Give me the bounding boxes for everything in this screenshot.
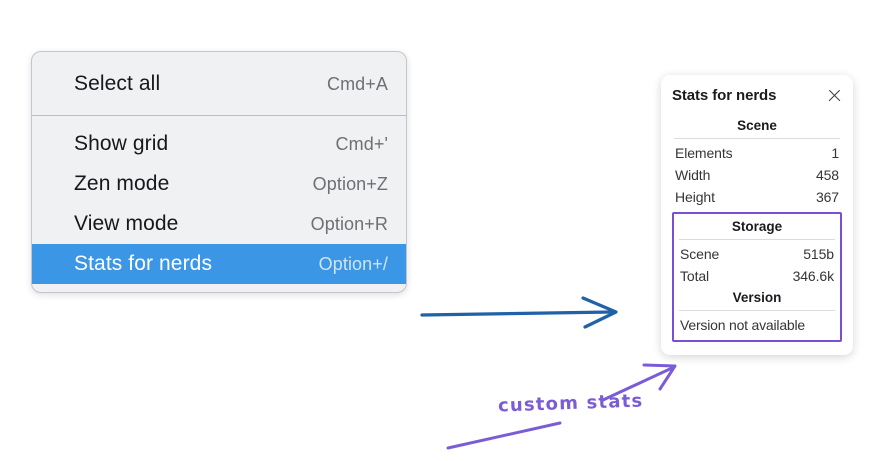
stat-value: 458 xyxy=(815,167,839,183)
stat-row: Height 367 xyxy=(672,186,842,208)
stat-row: Elements 1 xyxy=(672,142,842,164)
close-icon[interactable] xyxy=(827,88,842,103)
stat-value: 515b xyxy=(803,246,834,262)
section-rule xyxy=(674,138,840,139)
storage-section-heading: Storage xyxy=(731,219,783,234)
purple-underline-annotation xyxy=(446,421,562,450)
scene-section: Scene Elements 1 Width 458 Height 367 xyxy=(672,115,842,208)
stat-row: Scene 515b xyxy=(677,243,837,265)
stat-row: Total 346.6k xyxy=(677,265,837,287)
context-menu: Select all Cmd+A Show grid Cmd+' Zen mod… xyxy=(31,51,407,293)
stat-value: 367 xyxy=(815,189,839,205)
menu-divider xyxy=(32,115,406,116)
menu-item-shortcut: Option+R xyxy=(310,213,388,234)
menu-item-stats-for-nerds[interactable]: Stats for nerds Option+/ xyxy=(32,244,406,284)
panel-title: Stats for nerds xyxy=(672,87,777,104)
scene-section-heading: Scene xyxy=(737,118,777,133)
menu-item-label: Select all xyxy=(74,72,161,95)
panel-header: Stats for nerds xyxy=(672,87,842,104)
stat-key: Width xyxy=(675,167,711,183)
version-section-heading: Version xyxy=(732,290,782,305)
menu-item-view-mode[interactable]: View mode Option+R xyxy=(32,204,406,244)
menu-item-zen-mode[interactable]: Zen mode Option+Z xyxy=(32,164,406,204)
menu-item-show-grid[interactable]: Show grid Cmd+' xyxy=(32,124,406,164)
menu-item-select-all[interactable]: Select all Cmd+A xyxy=(32,64,406,104)
custom-stats-annotation-label: custom stats xyxy=(497,390,644,417)
stat-key: Scene xyxy=(680,246,720,262)
blue-arrow-annotation xyxy=(420,296,618,329)
custom-stats-region: Storage Scene 515b Total 346.6k Version … xyxy=(672,212,842,342)
stat-key: Elements xyxy=(675,145,733,161)
section-rule xyxy=(679,310,835,311)
menu-item-label: View mode xyxy=(74,212,179,235)
stat-key: Total xyxy=(680,268,710,284)
menu-group-2: Show grid Cmd+' Zen mode Option+Z View m… xyxy=(32,116,406,292)
stat-value: 1 xyxy=(831,145,839,161)
menu-item-label: Show grid xyxy=(74,132,169,155)
section-rule xyxy=(679,239,835,240)
menu-group-1: Select all Cmd+A xyxy=(32,52,406,115)
stat-key: Height xyxy=(675,189,715,205)
menu-item-label: Stats for nerds xyxy=(74,252,213,275)
menu-item-shortcut: Option+/ xyxy=(318,253,388,274)
stat-row: Width 458 xyxy=(672,164,842,186)
menu-item-label: Zen mode xyxy=(74,172,170,195)
menu-item-shortcut: Option+Z xyxy=(312,173,388,194)
storage-section: Storage Scene 515b Total 346.6k xyxy=(677,216,837,287)
menu-item-shortcut: Cmd+A xyxy=(326,73,388,94)
version-text: Version not available xyxy=(680,317,805,333)
menu-item-shortcut: Cmd+' xyxy=(335,133,388,154)
stats-for-nerds-panel: Stats for nerds Scene Elements 1 Width 4… xyxy=(661,75,853,355)
stat-value: 346.6k xyxy=(792,268,835,284)
version-section: Version Version not available xyxy=(677,287,837,336)
